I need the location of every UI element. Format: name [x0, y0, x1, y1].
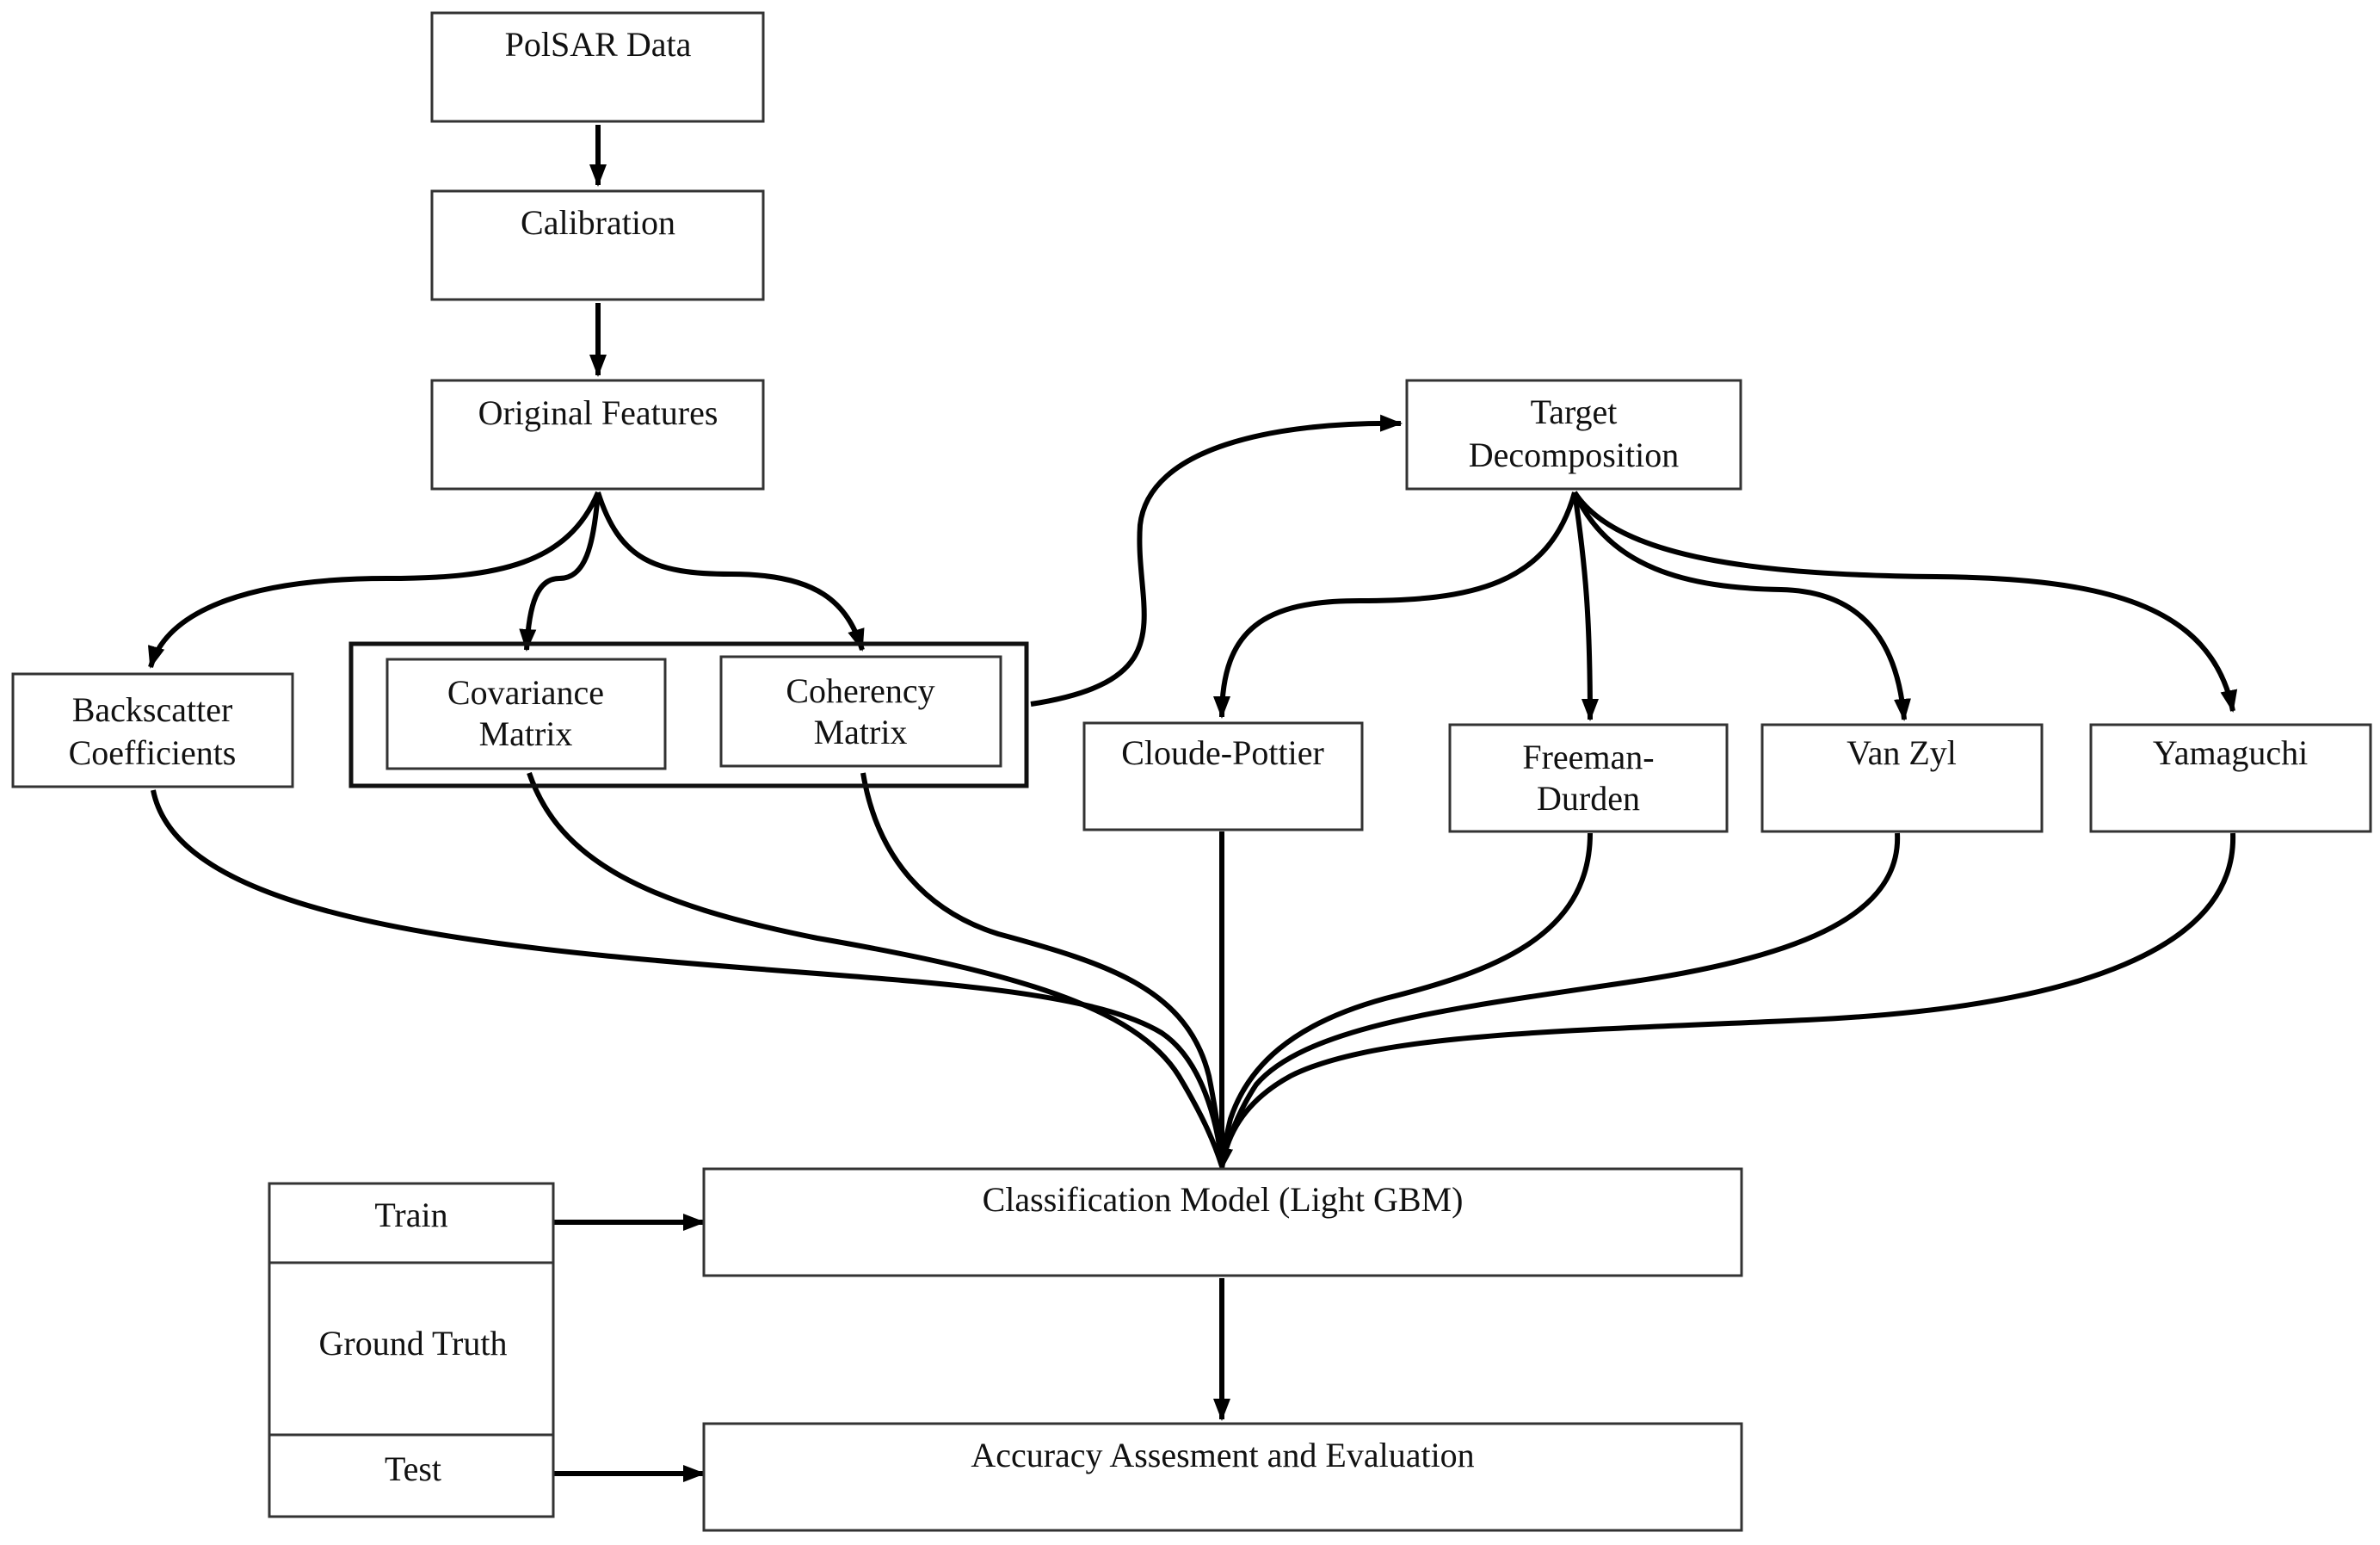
edge-original-to-covariance: [519, 491, 601, 652]
test-label: Test: [385, 1449, 441, 1488]
node-yamaguchi: Yamaguchi: [2089, 723, 2372, 833]
edge-original-to-coherency: [595, 491, 865, 652]
edge-target-to-van-zyl: [1572, 491, 1911, 721]
edge-coherency-to-classification: [860, 772, 1224, 1167]
node-label-line2: Coefficients: [69, 733, 237, 772]
node-classification-model: Classification Model (Light GBM): [702, 1167, 1743, 1277]
node-calibration: Calibration: [430, 189, 765, 301]
node-box: [1760, 723, 2044, 833]
ground-truth-label: Ground Truth: [319, 1324, 508, 1363]
node-box: [430, 379, 765, 491]
edge-van-zyl-to-classification: [1219, 832, 1901, 1167]
node-label-line2: Durden: [1537, 779, 1640, 818]
node-label: Yamaguchi: [2153, 733, 2308, 772]
edge-yamaguchi-to-classification: [1216, 832, 2236, 1171]
node-label-line2: Decomposition: [1469, 436, 1679, 474]
node-box: [385, 658, 667, 770]
node-box: [702, 1167, 1743, 1277]
node-box: [2089, 723, 2372, 833]
node-box: [702, 1422, 1743, 1532]
edge-backscatter-to-classification: [151, 789, 1224, 1167]
node-label-line1: Covariance: [447, 673, 604, 712]
node-label: Van Zyl: [1847, 733, 1957, 772]
node-box: [1082, 721, 1364, 831]
node-box: [1405, 379, 1742, 491]
node-covariance-matrix: Covariance Matrix: [385, 658, 667, 770]
edge-freeman-durden-to-classification: [1219, 832, 1593, 1167]
node-label-line2: Matrix: [479, 714, 573, 753]
node-box: [1448, 723, 1729, 833]
ground-truth-box: [268, 1182, 555, 1518]
node-label-line1: Freeman-: [1522, 738, 1654, 776]
node-ground-truth: Train Ground Truth Test: [268, 1182, 555, 1518]
edge-target-to-freeman-durden: [1572, 491, 1599, 721]
node-label-line1: Target: [1531, 392, 1618, 431]
node-polsar-data: PolSAR Data: [430, 11, 765, 123]
node-van-zyl: Van Zyl: [1760, 723, 2044, 833]
node-label: Calibration: [521, 203, 675, 242]
node-coherency-matrix: Coherency Matrix: [719, 655, 1002, 768]
edges: [148, 125, 2238, 1482]
edge-target-to-cloude-pottier: [1213, 491, 1577, 719]
node-label-line2: Matrix: [814, 713, 908, 751]
node-accuracy-assessment: Accuracy Assesment and Evaluation: [702, 1422, 1743, 1532]
edge-target-to-yamaguchi: [1572, 491, 2238, 713]
node-label-line1: Coherency: [786, 671, 934, 710]
edge-matrices-to-target-decomposition: [1030, 414, 1403, 707]
node-label: Accuracy Assesment and Evaluation: [971, 1436, 1474, 1474]
node-original-features: Original Features: [430, 379, 765, 491]
node-box: [430, 189, 765, 301]
node-label: PolSAR Data: [505, 25, 692, 64]
train-label: Train: [374, 1196, 447, 1234]
matrices-group-box: [348, 641, 1029, 788]
node-label: Classification Model (Light GBM): [983, 1180, 1464, 1219]
node-cloude-pottier: Cloude-Pottier: [1082, 721, 1364, 831]
node-target-decomposition: Target Decomposition: [1405, 379, 1742, 491]
edge-original-to-backscatter: [148, 491, 601, 669]
node-label: Original Features: [478, 393, 718, 432]
node-box: [430, 11, 765, 123]
node-label: Cloude-Pottier: [1121, 733, 1324, 772]
node-label-line1: Backscatter: [72, 690, 233, 729]
node-backscatter-coefficients: Backscatter Coefficients: [11, 672, 294, 788]
node-freeman-durden: Freeman- Durden: [1448, 723, 1729, 833]
node-box: [719, 655, 1002, 768]
node-box: [11, 672, 294, 788]
edge-covariance-to-classification: [527, 772, 1224, 1167]
